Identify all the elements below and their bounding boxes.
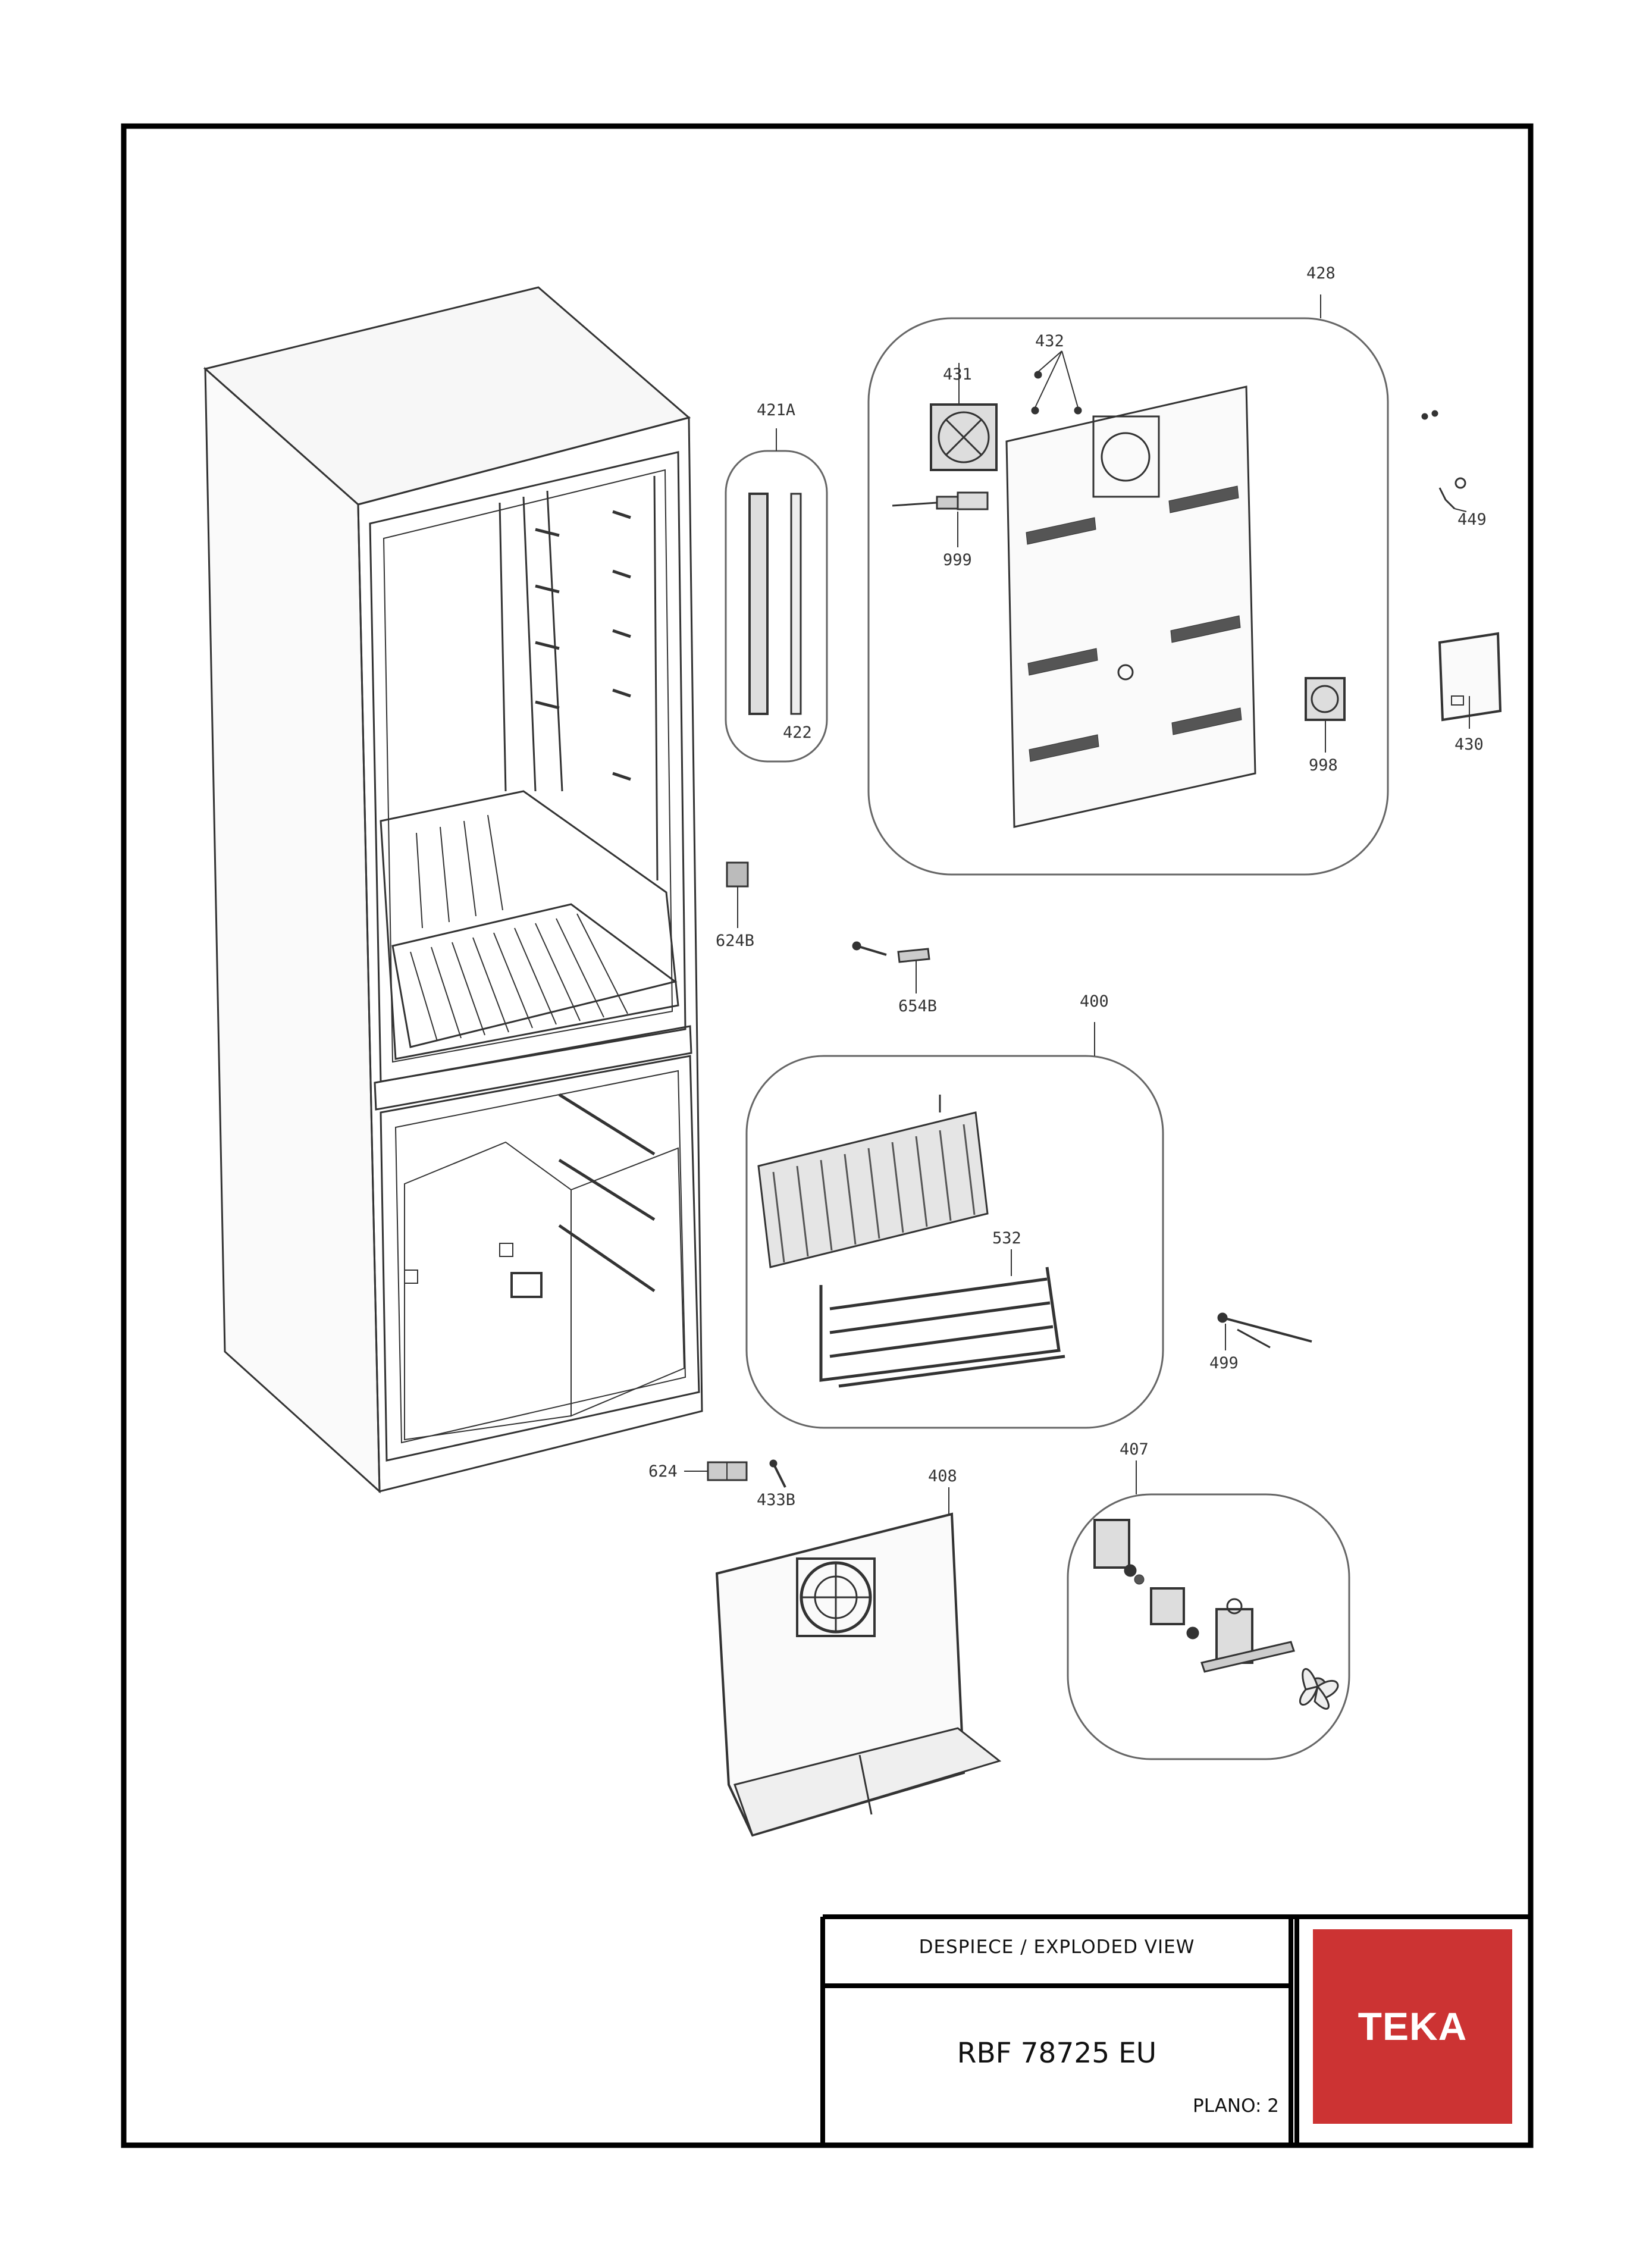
callout-433b: 433B [757,1491,795,1509]
drawing-frame [121,123,1534,2148]
model-number: RBF 78725 EU [957,2037,1157,2070]
callout-654b: 654B [898,997,937,1015]
callouts: 421A 422 428 431 432 999 998 449 430 624… [648,264,1487,1509]
part-group-421a [725,428,828,763]
part-group-428 [867,294,1389,876]
callout-430: 430 [1454,735,1484,754]
callout-422: 422 [783,723,812,742]
evaporator-cover-panel [1005,385,1256,828]
callout-428: 428 [1306,264,1336,283]
motor-bracket-part [1093,1519,1130,1569]
part-group-407 [1067,1460,1350,1760]
refrigerator-cabinet [203,286,703,1494]
panel-outline [745,1055,1164,1429]
callout-449: 449 [1457,510,1487,529]
callout-624: 624 [648,1462,678,1481]
part-group-499 [1217,1312,1312,1350]
panel-outline [725,450,828,763]
callout-998: 998 [1309,756,1338,775]
part-group-624b-654b [726,861,930,993]
panel-outline [1067,1493,1350,1760]
part-group-624-433b [684,1459,786,1488]
title-block [820,1914,1531,2145]
callout-624b: 624B [716,932,754,950]
heater-part [819,1267,1065,1388]
part-group-449-430 [1421,410,1502,729]
part-group-408 [715,1487,1002,1837]
switch-part [726,861,749,888]
callout-400: 400 [1080,992,1109,1011]
sensor-part [897,948,930,963]
callout-499: 499 [1209,1354,1239,1372]
brand-logo-text: TEKA [1358,2004,1468,2048]
callout-532: 532 [992,1229,1021,1248]
callout-421a: 421A [757,401,795,419]
bracket-part [1438,632,1502,722]
callout-408: 408 [928,1467,957,1485]
part-group-400 [745,1022,1164,1429]
callout-999: 999 [943,551,972,569]
panel-outline [867,317,1389,876]
light-strip-part [790,493,802,715]
title-block-header: DESPIECE / EXPLODED VIEW [919,1936,1195,1958]
brand-logo: TEKA [1313,1929,1512,2124]
fan-motor-part [1215,1608,1253,1664]
callout-432: 432 [1035,332,1064,350]
callout-431: 431 [943,365,972,384]
sheet-number: PLANO: 2 [1193,2095,1279,2117]
motor-part [1150,1587,1185,1625]
light-cover-part [748,493,769,715]
callout-407: 407 [1120,1440,1149,1459]
